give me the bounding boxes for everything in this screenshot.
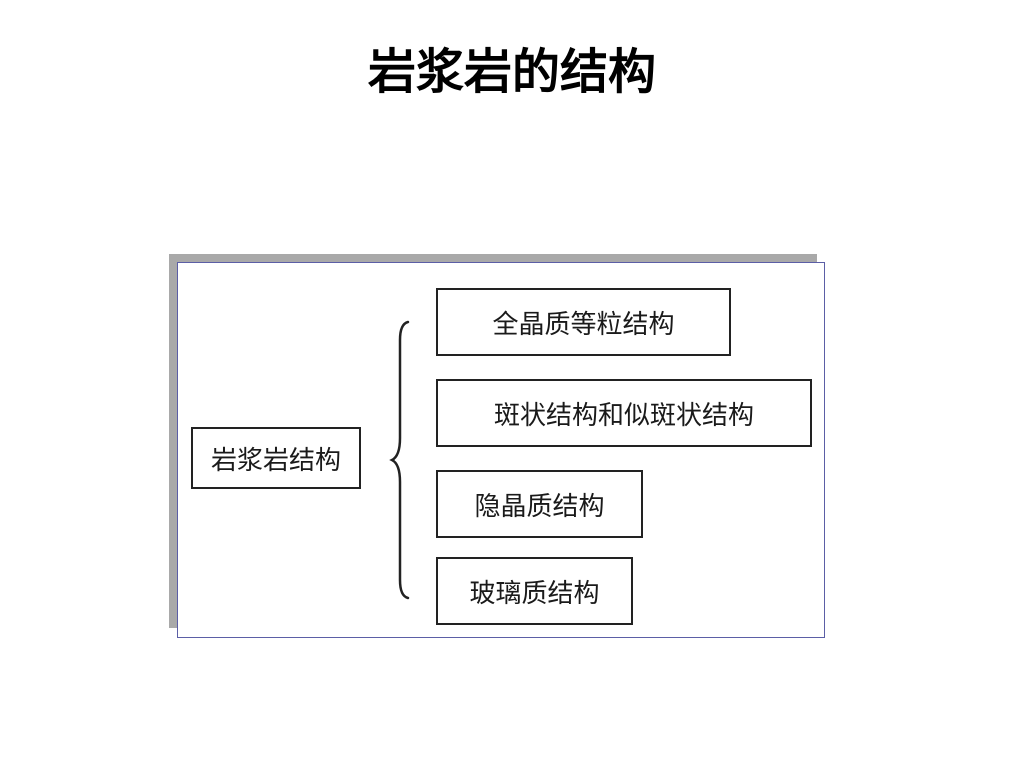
branch-node-full-crystalline: 全晶质等粒结构 xyxy=(436,288,731,356)
branch-node-cryptocrystalline: 隐晶质结构 xyxy=(436,470,643,538)
branch-node-glassy: 玻璃质结构 xyxy=(436,557,633,625)
curly-brace xyxy=(389,320,410,600)
branch-node-porphyritic: 斑状结构和似斑状结构 xyxy=(436,379,812,447)
slide-title: 岩浆岩的结构 xyxy=(367,44,656,100)
root-node: 岩浆岩结构 xyxy=(191,427,361,489)
